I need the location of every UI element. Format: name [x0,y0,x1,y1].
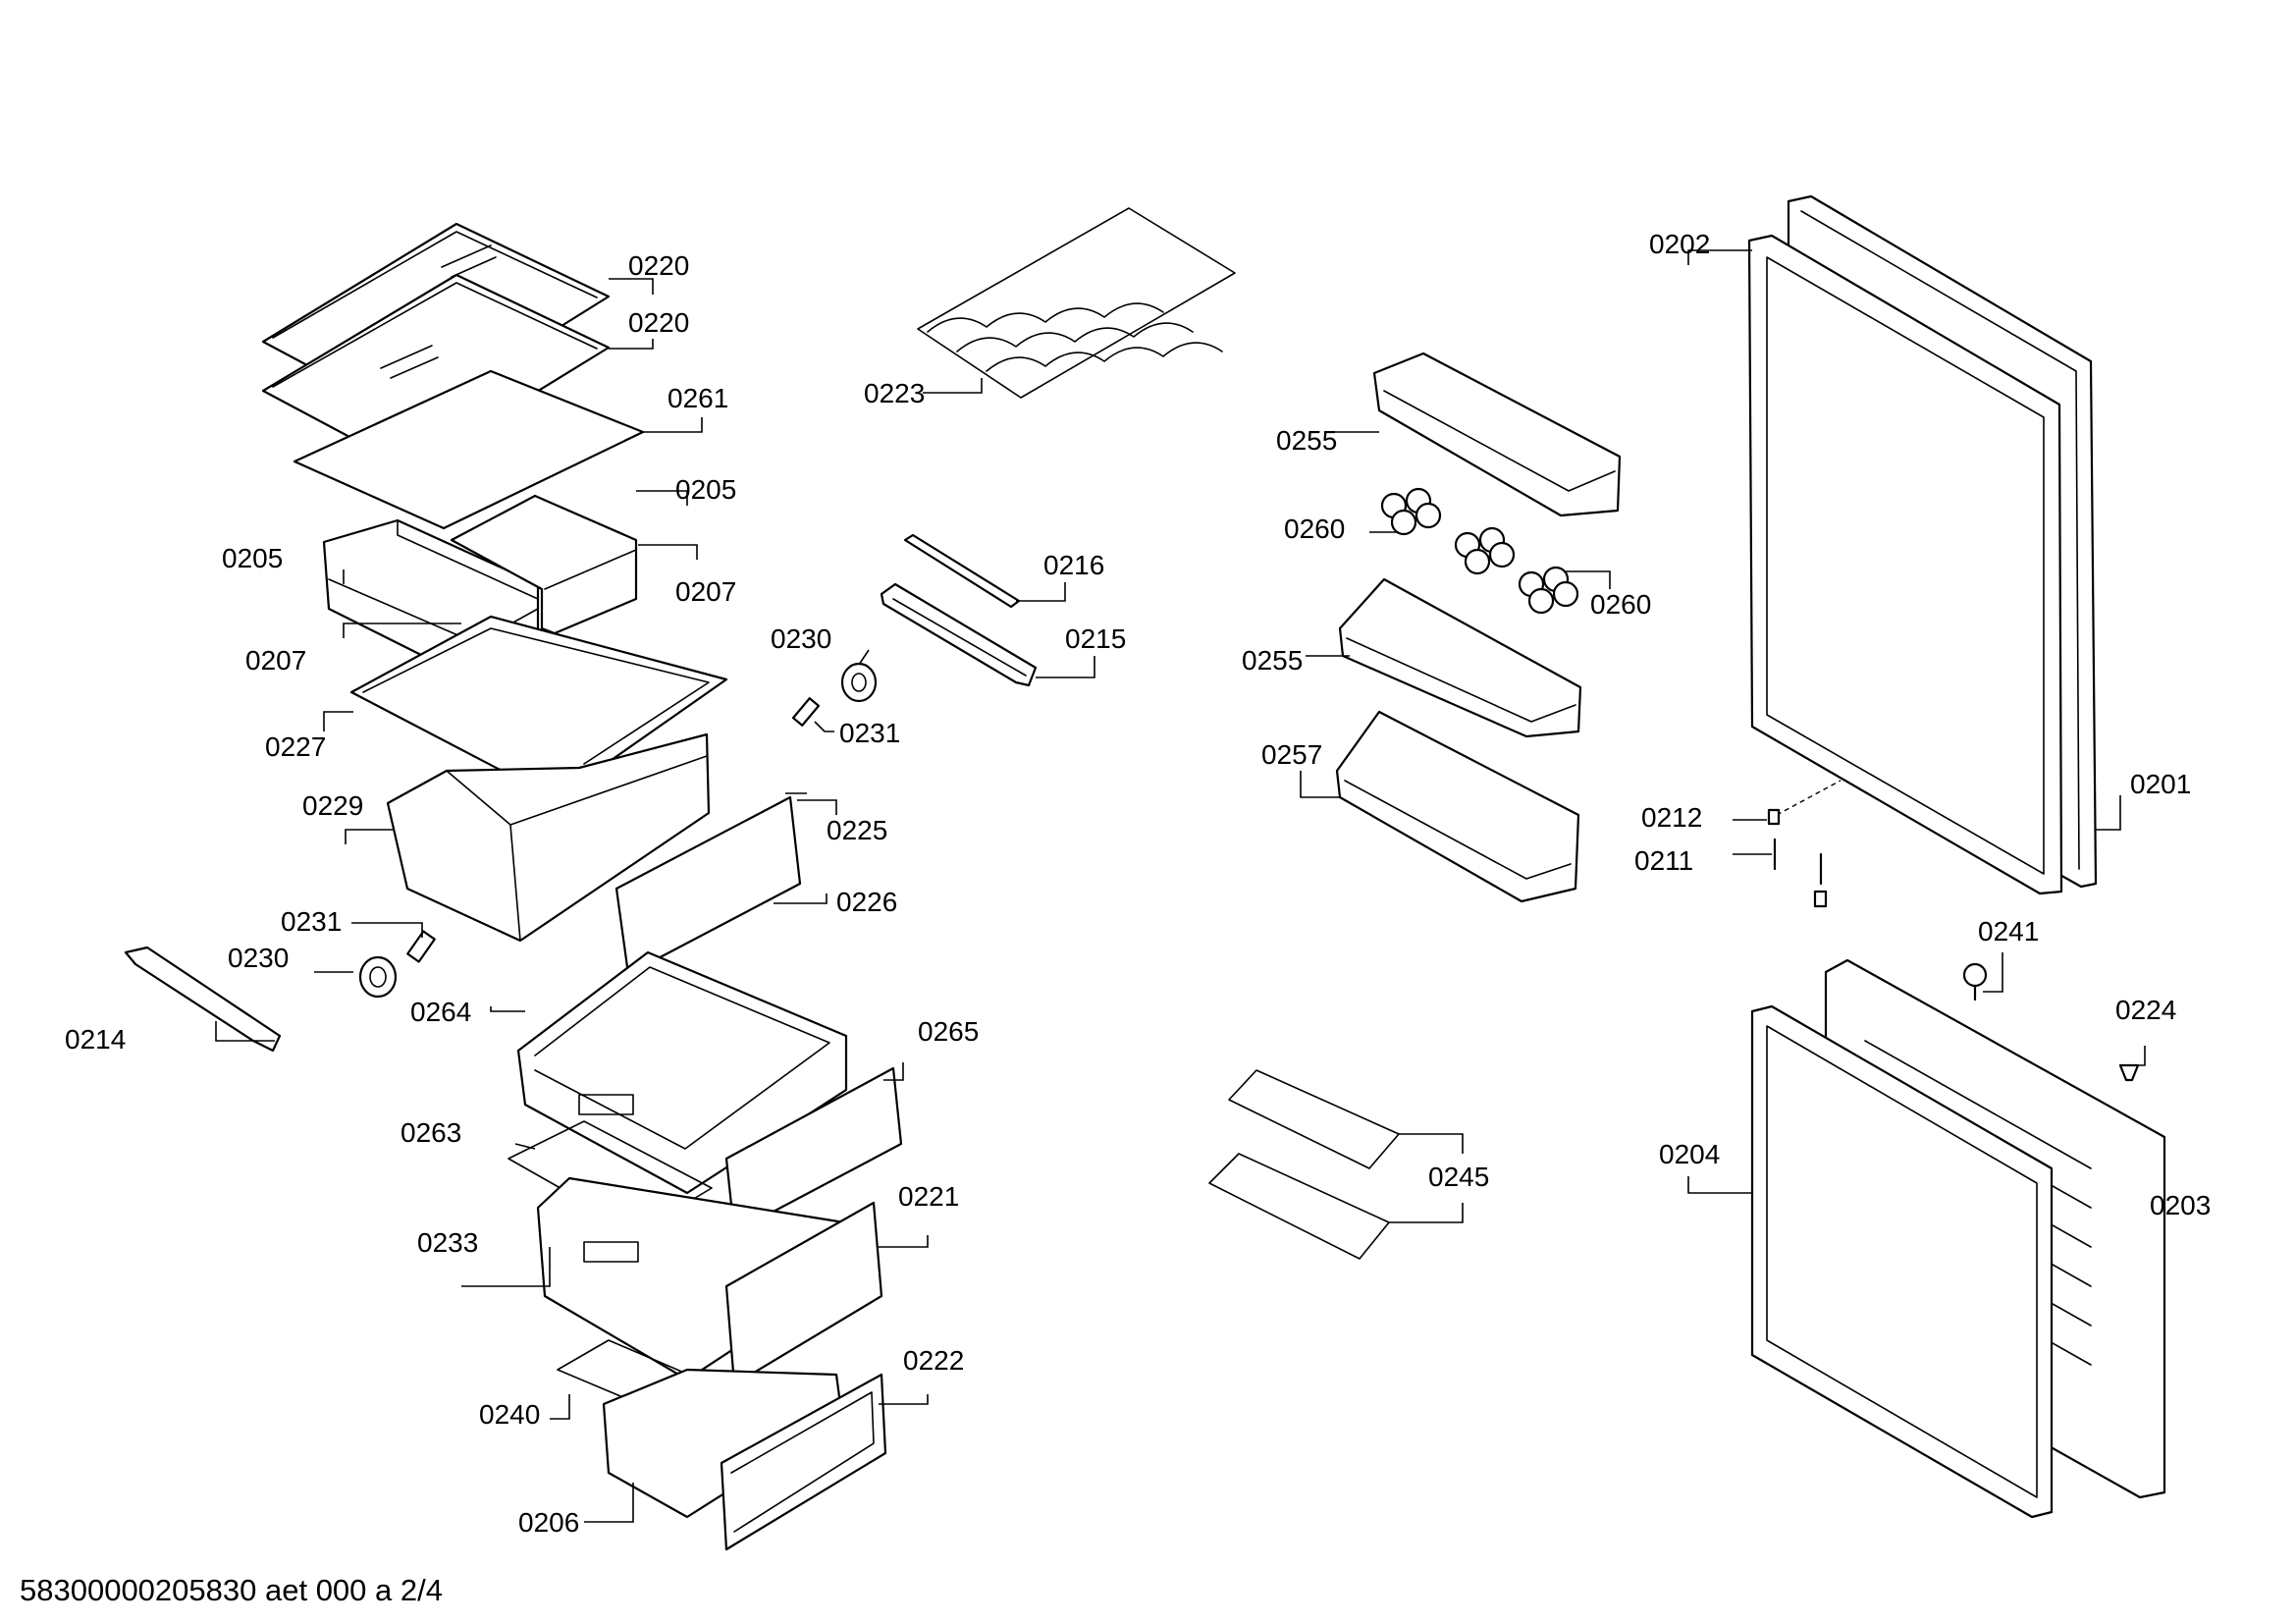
container-0205-right [450,494,638,635]
label-0226: 0226 [836,887,897,917]
label-0207-right: 0207 [675,576,736,607]
label-0211: 0211 [1634,845,1693,876]
label-0206: 0206 [518,1507,579,1538]
label-0214: 0214 [65,1024,126,1055]
ice-tray-0245-bottom [1208,1153,1390,1260]
label-0227: 0227 [265,731,326,762]
label-0224: 0224 [2115,995,2176,1025]
label-0222: 0222 [903,1345,964,1376]
door-seal-0202 [1747,234,2063,895]
label-0205-left: 0205 [222,543,283,573]
label-0203: 0203 [2150,1190,2211,1220]
dash-line [1776,780,1842,816]
drawer-front-0222 [720,1373,887,1551]
label-0221: 0221 [898,1181,959,1212]
egg-holder-0260-c [1518,566,1579,615]
label-0223: 0223 [864,378,925,408]
label-0233: 0233 [417,1227,478,1258]
label-0220-top: 0220 [628,250,689,281]
freezer-seal-0204 [1750,1004,2054,1519]
label-0207-left: 0207 [245,645,306,676]
leader-lines [215,249,2165,1523]
label-0225: 0225 [827,815,887,845]
label-0264: 0264 [410,997,471,1027]
label-0245: 0245 [1428,1162,1489,1192]
plug-0224 [2118,1063,2140,1082]
label-0204: 0204 [1659,1139,1720,1169]
label-0216: 0216 [1043,550,1104,580]
hinge-bracket-0214 [124,946,282,1053]
roller-0230-left [358,955,398,999]
label-0212: 0212 [1641,802,1702,833]
label-0255-top: 0255 [1276,425,1337,456]
label-0205-right: 0205 [675,474,736,505]
hinge-cover-0215 [880,582,1038,687]
cap-0212 [1767,808,1781,826]
label-0255-bottom: 0255 [1242,645,1303,676]
crisper-front-0226 [614,795,802,976]
egg-holder-0260-a [1380,487,1442,536]
screw-set [1813,852,1828,908]
drawer-0264 [516,950,848,1195]
ice-tray-0245-top [1228,1069,1400,1169]
label-0230-right: 0230 [771,623,831,654]
door-shelf-0255-top [1372,352,1622,517]
pin-0231-right [791,697,821,727]
label-0265: 0265 [918,1016,979,1047]
label-0260-left: 0260 [1284,514,1345,544]
label-0229: 0229 [302,790,363,821]
egg-holder-0260-b [1454,526,1516,575]
label-0202: 0202 [1649,229,1710,259]
label-0231-right: 0231 [839,718,900,748]
pin-0231-left [406,930,436,963]
door-shelf-0257 [1335,710,1580,903]
label-0201: 0201 [2130,769,2191,799]
roller-0230-right [840,662,878,703]
label-0220-bottom: 0220 [628,307,689,338]
plug-0241 [1962,962,1988,1001]
drawer-front-0221 [724,1201,883,1386]
label-0241: 0241 [1978,916,2039,947]
label-0231-left: 0231 [281,906,342,937]
bottle-rack-0223 [917,207,1236,399]
label-0263: 0263 [400,1117,461,1148]
rail-0216 [903,533,1021,609]
label-0215: 0215 [1065,623,1126,654]
crisper-0229 [386,732,711,943]
label-0257: 0257 [1261,739,1322,770]
label-0230-left: 0230 [228,943,289,973]
label-0260-right: 0260 [1590,589,1651,620]
label-0240: 0240 [479,1399,540,1430]
label-0261: 0261 [667,383,728,413]
document-footer-id: 58300000205830 aet 000 a 2/4 [20,1573,443,1607]
